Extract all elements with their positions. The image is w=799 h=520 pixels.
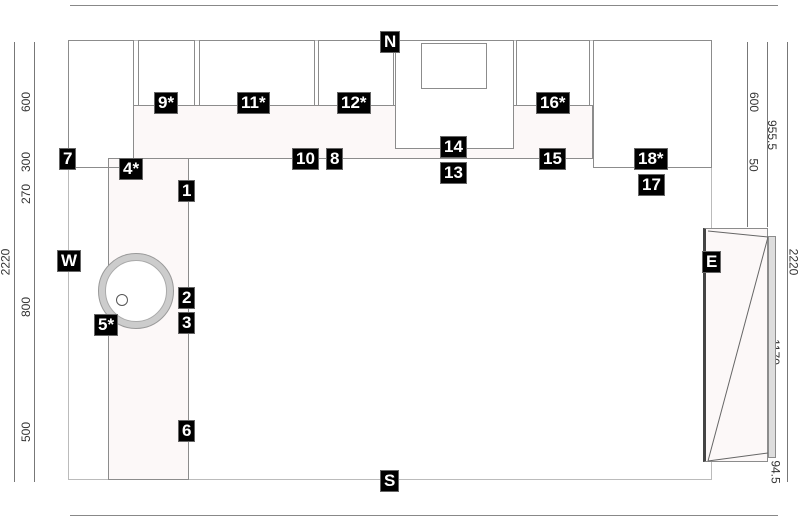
door-frame: [768, 236, 776, 458]
label-2: 2: [178, 287, 196, 309]
right-dimension-line: [767, 42, 768, 227]
compass-east: E: [702, 251, 722, 273]
label-11: 11*: [237, 92, 270, 114]
door-swing-icon: [707, 230, 769, 462]
bottom-dimension-line: [70, 515, 778, 516]
dim-right-50: 50: [746, 158, 761, 172]
top-dimension-line: [70, 5, 778, 6]
label-17: 17: [638, 174, 665, 196]
dim-600: 600: [19, 91, 34, 113]
right-dimension-line-total: [787, 42, 788, 482]
tall-cabinet: [68, 40, 134, 168]
drain-icon: [116, 294, 128, 306]
label-13: 13: [440, 162, 467, 184]
label-15: 15: [539, 148, 566, 170]
dim-right-955: 955.5: [765, 119, 780, 151]
label-18: 18*: [634, 148, 668, 170]
hood: [421, 43, 487, 89]
label-14: 14: [440, 136, 467, 158]
sink-basin: [105, 260, 167, 322]
compass-west: W: [57, 250, 82, 272]
label-4: 4*: [119, 158, 144, 180]
label-1: 1: [178, 180, 196, 202]
label-10: 10: [292, 148, 319, 170]
compass-north: N: [380, 31, 401, 53]
dim-500: 500: [19, 421, 34, 443]
dim-270: 270: [19, 183, 34, 205]
dim-300: 300: [19, 151, 34, 173]
compass-south: S: [380, 470, 400, 492]
label-6: 6: [178, 420, 196, 442]
right-dimension-line: [747, 42, 748, 227]
label-16: 16*: [536, 92, 570, 114]
label-3: 3: [178, 312, 196, 334]
dim-total-height: 2220: [0, 248, 13, 276]
label-9: 9*: [154, 92, 179, 114]
label-12: 12*: [337, 92, 371, 114]
dim-right-600: 600: [747, 91, 762, 113]
sink: [98, 253, 174, 329]
label-8: 8: [326, 148, 344, 170]
label-5: 5*: [94, 314, 119, 336]
dim-94-5: 94.5: [768, 460, 783, 484]
left-dimension-line-total: [14, 42, 15, 482]
dim-right-2220: 2220: [786, 248, 799, 276]
left-dimension-line: [34, 42, 35, 482]
hood-area: [395, 40, 514, 149]
dim-800: 800: [19, 296, 34, 318]
label-7: 7: [59, 148, 77, 170]
